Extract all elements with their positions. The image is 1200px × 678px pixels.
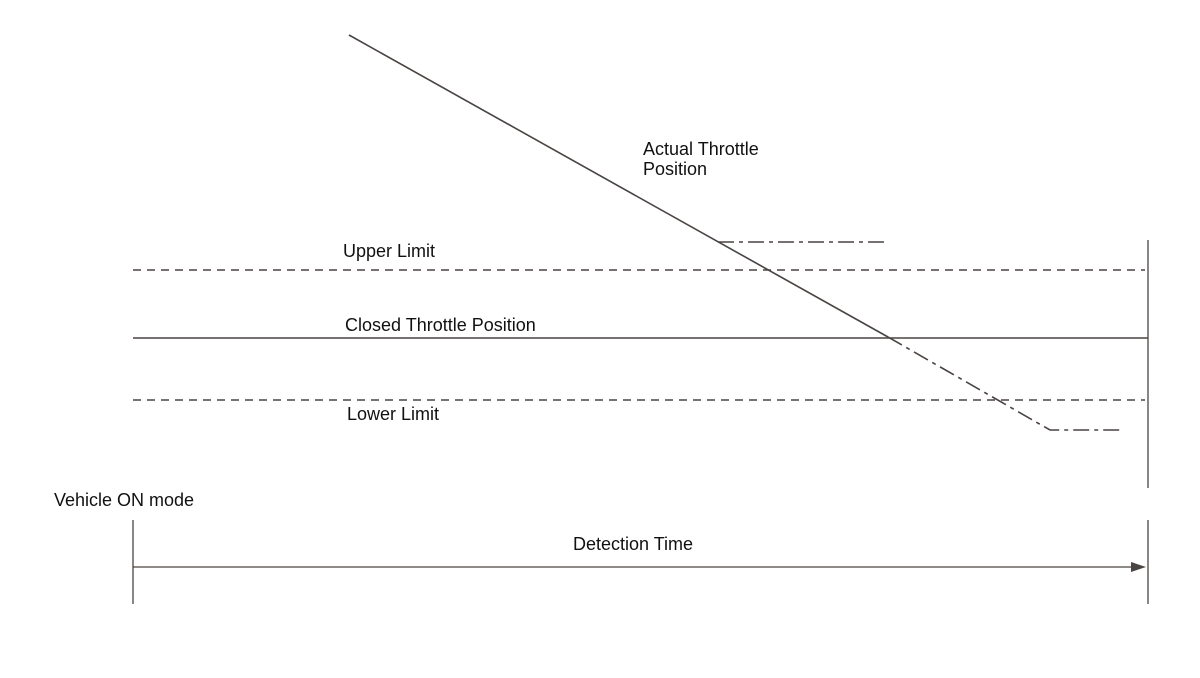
actual-throttle-label-line2: Position <box>643 159 707 179</box>
actual-throttle-label-line1: Actual Throttle <box>643 139 759 159</box>
lower-limit-label: Lower Limit <box>347 404 439 424</box>
actual-throttle-line <box>348 34 889 338</box>
closed-throttle-label: Closed Throttle Position <box>345 315 536 335</box>
detection-time-label: Detection Time <box>573 534 693 554</box>
upper-limit-label: Upper Limit <box>343 241 435 261</box>
actual-throttle-continuation <box>887 336 1120 431</box>
vehicle-on-mode-label: Vehicle ON mode <box>54 490 194 510</box>
detection-time-arrowhead <box>1131 562 1146 572</box>
